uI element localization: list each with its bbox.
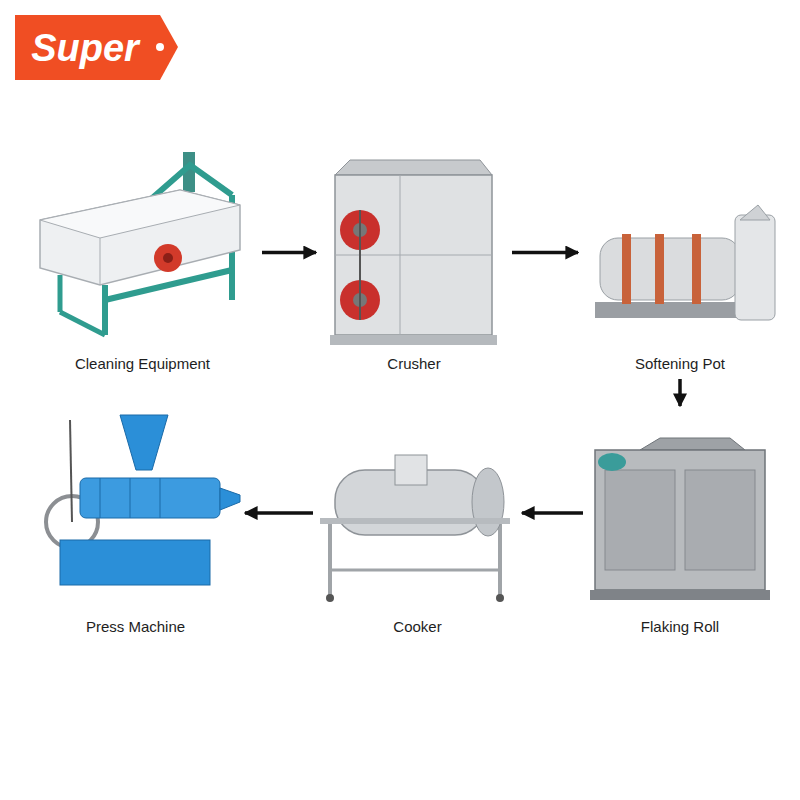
process-step: Softening Pot (580, 150, 780, 375)
flow-arrow (678, 379, 682, 406)
process-step: Crusher (318, 150, 510, 375)
node-caption: Softening Pot (635, 355, 725, 373)
node-caption: Crusher (387, 355, 440, 373)
process-step: Cooker (315, 408, 520, 638)
press-machine (46, 415, 240, 585)
node-caption: Press Machine (86, 618, 185, 636)
process-step: Press Machine (28, 408, 243, 638)
process-step: Cleaning Equipment (25, 150, 260, 375)
node-caption: Cooker (393, 618, 441, 636)
process-step: Flaking Roll (585, 408, 775, 638)
badge-text: Super (15, 15, 155, 81)
flow-arrow (245, 511, 313, 515)
flow-arrow (262, 251, 316, 255)
badge-shape (15, 15, 178, 80)
softening-drum (595, 205, 775, 320)
node-caption: Cleaning Equipment (75, 355, 210, 373)
flow-arrow (522, 511, 583, 515)
flaking-roll-machine (590, 438, 770, 600)
cleaning-machine (40, 152, 240, 335)
flow-arrow (512, 251, 578, 255)
badge-dot (156, 43, 164, 51)
node-caption: Flaking Roll (641, 618, 719, 636)
crusher-machine (330, 160, 497, 345)
cooker-machine (320, 455, 510, 602)
